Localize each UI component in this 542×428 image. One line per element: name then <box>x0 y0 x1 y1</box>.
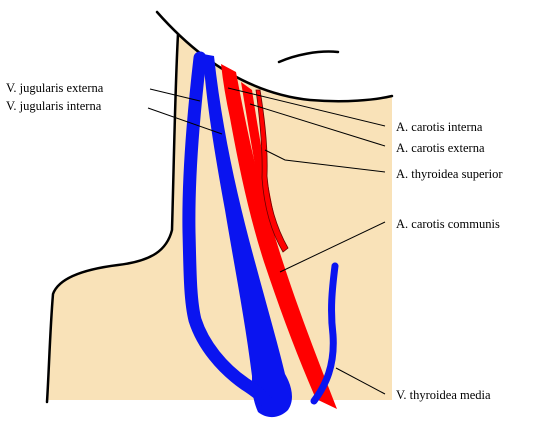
label-a-carotis-externa: A. carotis externa <box>396 141 485 155</box>
label-a-carotis-communis: A. carotis communis <box>396 217 500 231</box>
ear-outline <box>279 52 338 62</box>
label-a-thyroidea-superior: A. thyroidea superior <box>396 167 503 181</box>
label-v-jugularis-interna: V. jugularis interna <box>6 99 102 113</box>
label-v-thyroidea-media: V. thyroidea media <box>396 388 491 402</box>
label-a-carotis-interna: A. carotis interna <box>396 120 483 134</box>
label-v-jugularis-externa: V. jugularis externa <box>6 81 104 95</box>
